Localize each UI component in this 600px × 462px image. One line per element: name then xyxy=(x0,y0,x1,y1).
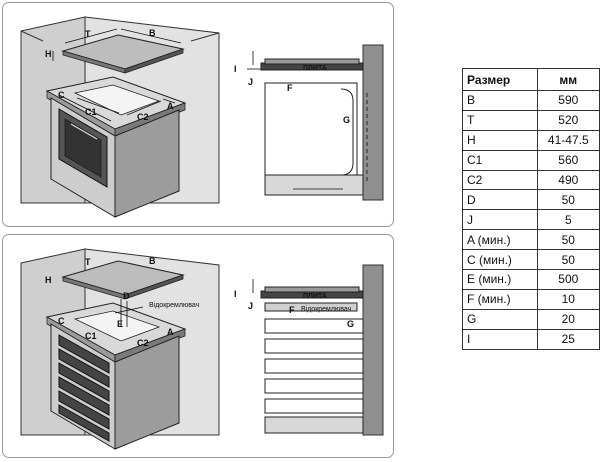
row-name: G xyxy=(462,308,538,330)
row-name: C1 xyxy=(462,149,538,171)
section-label-plate: ПЛИТА xyxy=(303,65,327,72)
row-name: C2 xyxy=(462,169,538,191)
dim-label-c1-2: C1 xyxy=(85,331,97,341)
row-value: 20 xyxy=(536,308,600,330)
dim-label-c1: C1 xyxy=(85,107,97,117)
row-name: J xyxy=(462,209,538,231)
row-name: B xyxy=(462,90,538,111)
dim-label-b: B xyxy=(149,28,156,38)
dim-label-c2-2: C2 xyxy=(137,338,149,348)
section-label-g: G xyxy=(343,115,350,125)
row-value: 50 xyxy=(536,249,600,271)
separator-lines xyxy=(114,299,144,327)
dim-label-c2: C2 xyxy=(137,112,149,122)
countertop-2 xyxy=(45,302,187,363)
dim-label-t: T xyxy=(85,29,91,39)
dim-label-a-2: A xyxy=(167,327,174,337)
table-row: E (мин.)500 xyxy=(462,269,600,290)
section-label-i: I xyxy=(234,64,237,74)
row-value: 560 xyxy=(536,149,600,171)
section-label-j: J xyxy=(248,77,253,87)
section-label-j-2: J xyxy=(248,301,253,311)
column-header-size: Размер xyxy=(462,68,538,91)
row-value: 25 xyxy=(536,328,600,350)
row-name: A (мин.) xyxy=(462,229,538,251)
section-label-g-2: G xyxy=(347,319,354,329)
dim-label-c: C xyxy=(58,90,65,100)
row-name: E (мин.) xyxy=(462,269,538,290)
installation-drawing-top: T B H C C1 C2 A ПЛИТА I J F xyxy=(20,16,384,218)
installation-drawing-bottom: T B H D E Відокремлювач C C1 C2 A xyxy=(20,248,384,450)
cross-section xyxy=(247,44,384,201)
table-row: A (мин.)50 xyxy=(462,229,600,251)
dimension-lines-top xyxy=(52,28,182,61)
dim-label-h-2: H xyxy=(45,275,52,285)
row-name: F (мин.) xyxy=(462,288,538,310)
separator-label: Відокремлювач xyxy=(149,301,200,309)
section-label-f: F xyxy=(287,83,293,93)
dim-label-h: H xyxy=(45,49,52,59)
row-name: D xyxy=(462,189,538,211)
row-value: 10 xyxy=(536,288,600,310)
row-name: T xyxy=(462,109,538,131)
table-row: F (мин.)10 xyxy=(462,288,600,310)
dim-label-a: A xyxy=(167,101,174,111)
cooktop-lifted xyxy=(61,34,185,74)
table-row: C (мин.)50 xyxy=(462,249,600,271)
row-value: 50 xyxy=(536,189,600,211)
dimension-lines-countertop xyxy=(58,94,176,122)
dim-label-b-2: B xyxy=(149,256,156,266)
table-header-row: Размер мм xyxy=(462,68,600,91)
row-name: C (мин.) xyxy=(462,249,538,271)
drawer-cabinet xyxy=(50,323,180,450)
dim-label-d: D xyxy=(123,291,130,301)
installation-diagram-oven: T B H C C1 C2 A ПЛИТА I J F xyxy=(2,2,394,227)
section-label-plate-2: ПЛИТА xyxy=(303,293,327,300)
row-value: 490 xyxy=(536,169,600,191)
column-header-mm: мм xyxy=(536,68,600,91)
row-value: 50 xyxy=(536,229,600,251)
row-value: 5 xyxy=(536,209,600,231)
row-value: 41-47.5 xyxy=(536,129,600,151)
row-value: 520 xyxy=(536,109,600,131)
section-label-i-2: I xyxy=(234,289,237,299)
cooktop-lifted-2 xyxy=(61,260,185,300)
dim-label-t-2: T xyxy=(85,257,91,267)
row-value: 500 xyxy=(536,269,600,290)
section-label-f-2: F xyxy=(289,305,295,315)
dim-label-c-2: C xyxy=(58,316,65,326)
base-cabinet-oven xyxy=(50,97,180,218)
row-value: 590 xyxy=(536,90,600,111)
section-separator-label: Відокремлювач xyxy=(301,305,352,313)
cross-section-2 xyxy=(252,264,384,436)
row-name: I xyxy=(462,328,538,350)
row-name: H xyxy=(462,129,538,151)
countertop xyxy=(45,76,187,137)
installation-diagram-drawers: T B H D E Відокремлювач C C1 C2 A xyxy=(2,234,394,458)
dim-label-e: E xyxy=(117,319,123,329)
